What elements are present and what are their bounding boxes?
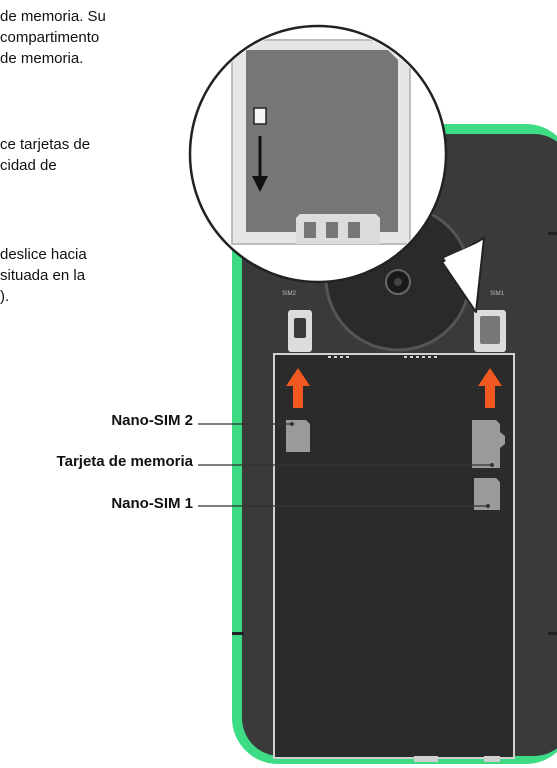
text-line: ). [0, 288, 10, 305]
border-mark [232, 632, 244, 635]
label-nano-sim-2: Nano-SIM 2 [111, 412, 193, 429]
instruction-paragraph-1: de memoria. Su compartimento de memoria. [0, 6, 106, 69]
text-line: de memoria. Su [0, 8, 106, 25]
panel-tab [484, 756, 500, 762]
text-line: cidad de [0, 157, 57, 174]
leader-dot [490, 463, 494, 467]
border-mark [548, 232, 557, 235]
label-memory-card: Tarjeta de memoria [56, 453, 193, 470]
sim2-slot-inner [294, 318, 306, 338]
magnifier-pointer-fill [444, 242, 480, 302]
panel-tab [414, 756, 438, 762]
text-line: situada en la [0, 267, 86, 284]
slot-panel [273, 353, 515, 759]
panel-dots [328, 356, 437, 358]
zoomed-slot-detail [231, 39, 411, 245]
instruction-paragraph-2: ce tarjetas de cidad de [0, 134, 90, 176]
arrow-up-icon [286, 368, 310, 408]
nano-sim-2-card [286, 420, 310, 452]
leader-dot [290, 422, 294, 426]
text-line: ce tarjetas de [0, 136, 91, 153]
text-line: compartimento [0, 29, 100, 46]
camera-lens-center [394, 278, 402, 286]
memory-card [472, 420, 505, 468]
arrow-up-icon [478, 368, 502, 408]
leader-dot [486, 504, 490, 508]
slot-latch-icon [253, 107, 267, 125]
instruction-paragraph-3: deslice hacia situada en la ). [0, 244, 87, 307]
label-nano-sim-1: Nano-SIM 1 [111, 495, 193, 512]
border-mark [548, 632, 557, 635]
sim1-slot-label: SIM1 [490, 291, 505, 297]
text-line: deslice hacia [0, 246, 87, 263]
sim2-slot-label: SIM2 [282, 291, 297, 297]
sim1-slot-inner [480, 316, 500, 344]
nano-sim-1-card [474, 478, 500, 510]
text-line: de memoria. [0, 50, 84, 67]
